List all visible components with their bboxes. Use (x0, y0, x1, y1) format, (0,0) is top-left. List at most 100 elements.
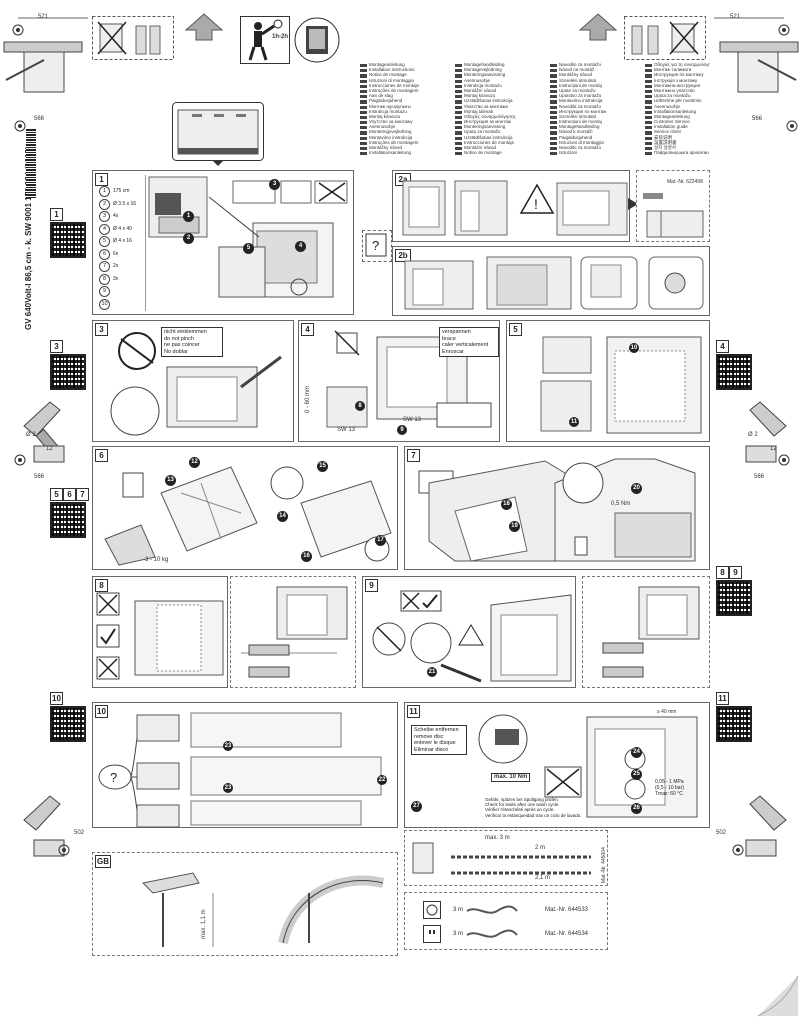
language-cell: Navodila za montažo (559, 103, 602, 109)
language-cell: Montagevejledning (464, 67, 502, 73)
step-badge: 5 (243, 243, 254, 254)
pressure-line: 0,05 - 1 MPa (655, 779, 684, 785)
dishwasher-front-sketch (172, 102, 264, 166)
panel-1-number: 1 (95, 173, 108, 186)
panel-4-sw13-a: SW 13 (337, 427, 356, 433)
qr-code-3[interactable] (50, 354, 86, 390)
warning-line: Enroscar (442, 348, 465, 355)
qr-label-11: 11 (716, 692, 729, 705)
hose-drawing (412, 842, 591, 875)
language-cell: Инструкция по монтаж (559, 108, 607, 114)
step-badge: 18 (501, 499, 512, 510)
language-row: Монтаж нұсқаулығы Упатство за монтажа Navo… (360, 104, 710, 109)
panel-7-number: 7 (407, 449, 420, 462)
disc-line: Scheibe entfernen (414, 727, 459, 733)
left-502-dim: 502 (74, 830, 85, 836)
leak-check-line: Check for leaks after one wash cycle. (485, 802, 560, 808)
qr-label-3: 3 (50, 340, 63, 353)
disc-line: enlever le disque (414, 740, 456, 746)
step-22-badge: 22 (377, 775, 387, 785)
language-cell: Instrucțiuni de montaj (559, 82, 602, 88)
panel-8-drawing (96, 592, 224, 680)
panel-3-drawing (110, 332, 282, 436)
countertop-sketch-left (3, 41, 83, 93)
panel-2a-detail-drawing (643, 193, 704, 238)
panel-9: 9 21 (362, 576, 576, 688)
part-number: 2 (99, 198, 110, 210)
step-badge: 20 (631, 483, 642, 494)
warning-line: ne pas coincer (164, 342, 200, 348)
language-cell: Notice de montage (369, 72, 407, 78)
panel-1-drawing (148, 176, 348, 298)
step-9-badge: 9 (397, 425, 407, 435)
panel-10: 10 ? 23 22 23 (92, 702, 398, 828)
language-cell: Installationsanleitung (654, 108, 697, 114)
part-note: 175 cm (113, 188, 130, 194)
panel-9-number: 9 (365, 579, 378, 592)
installer-icon (240, 16, 290, 64)
panel-9-detail-drawing (602, 586, 700, 678)
step-badge: 3 (269, 179, 280, 190)
qr-code-567[interactable] (50, 502, 86, 538)
language-cell: Asennusohje (464, 77, 491, 83)
language-cell: Paigaldusjuhend (369, 98, 403, 104)
part-number: 8 (99, 273, 110, 285)
panel-11-drawing (478, 714, 698, 818)
panel-3-number: 3 (95, 323, 108, 336)
panel-8-detail (230, 576, 356, 688)
drill-depth-left: 12 (46, 446, 53, 452)
hose-panel: max. 3 m 2 m 2,1 m Mat.-Nr. 445004 (404, 830, 608, 886)
right-566-dim-b: 566 (754, 474, 765, 480)
drill-diameter-right: Ø 2 (748, 432, 758, 438)
language-cell: Instrukcja montażu (369, 108, 407, 114)
part-item: 10 (99, 298, 145, 311)
barcode (26, 128, 36, 198)
right-566b-marker (778, 454, 790, 466)
qr-code-4[interactable] (716, 354, 752, 390)
language-cell: Asennusohje (369, 124, 396, 130)
language-cell: Упатство за монтажа (464, 103, 508, 109)
right-566-marker (786, 120, 798, 132)
panel-2a: 2a ! (392, 170, 630, 242)
svg-text:?: ? (110, 770, 117, 785)
language-cell: Montaj kılavuzu (369, 113, 401, 119)
svg-text:!: ! (534, 196, 538, 212)
panel-2b: 2b (392, 246, 710, 316)
panel-9-detail (582, 576, 710, 688)
language-cell: Upute za montažu (559, 87, 596, 93)
drill-icon-right-bottom (745, 795, 787, 857)
language-cell: Monteringsanvisning (464, 72, 506, 78)
ext-len-b: 3 m (453, 931, 464, 937)
qr-code-11[interactable] (716, 706, 752, 742)
qr-code-1[interactable] (50, 222, 86, 258)
step-badge: 13 (165, 475, 176, 486)
disc-line: remove disc (414, 733, 444, 740)
part-number: 9 (99, 286, 110, 297)
panel-9-drawing (372, 590, 572, 683)
language-cell: Istruzioni di montaggio (559, 139, 605, 145)
language-cell: Монтаж нұсқаулығы (369, 103, 411, 109)
panel-4-dim: 0 - 60 mm (305, 385, 311, 413)
panel-gb-drawing (141, 872, 385, 947)
disc-line: Eliminar disco (414, 746, 449, 753)
language-cell: Notice de montage (464, 150, 502, 156)
drill-diameter-left: Ø 2 (26, 432, 36, 438)
step-badge: 17 (375, 535, 386, 546)
language-cell: Instruções de montagem (369, 139, 419, 145)
hose-max: max. 3 m (485, 835, 510, 841)
part-number: 7 (99, 261, 110, 272)
qr-code-10[interactable] (50, 706, 86, 742)
language-cell: Instrucțiuni de montaj (559, 119, 602, 125)
language-cell: Customer Service (654, 119, 690, 125)
step-badge: 12 (189, 457, 200, 468)
step-8-badge: 8 (355, 401, 365, 411)
language-cell: Упутство за монтажу (369, 119, 413, 125)
part-note: 4x (113, 213, 119, 219)
qr-code-89[interactable] (716, 580, 752, 616)
